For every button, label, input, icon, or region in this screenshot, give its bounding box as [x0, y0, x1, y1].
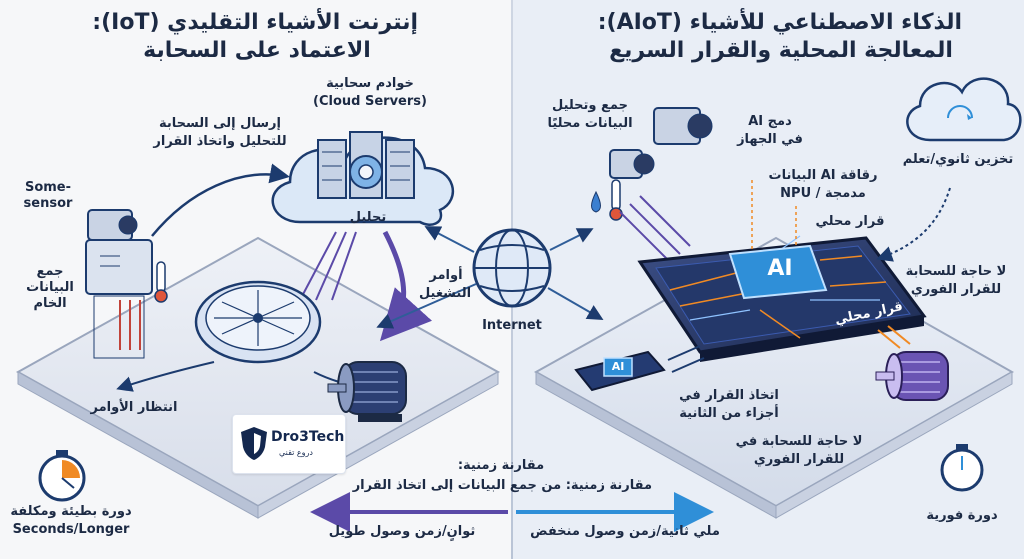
- local-decision-label: قرار محلي: [815, 214, 885, 229]
- internet-label: Internet: [482, 318, 542, 333]
- ai-device-tablet: [637, 235, 927, 362]
- compare-title: مقارنة زمنية:: [457, 458, 545, 473]
- collect-local-line2: البيانات محليًا: [547, 116, 633, 131]
- stopwatch-slow-icon: [38, 450, 86, 502]
- commands-label-line2: التشغيل: [418, 286, 472, 301]
- storage-cloud-icon: [906, 77, 1022, 142]
- logo-subtitle: دروع تقني: [279, 448, 313, 457]
- right-title-line1: الذكاء الاصطناعي للأشياء (AIoT):: [597, 10, 962, 35]
- analysis-label: تحليل: [349, 210, 387, 225]
- wait-commands-label: انتظار الأوامر: [90, 400, 178, 415]
- raw-data-label-line2: البيانات: [26, 280, 74, 295]
- slow-cycle-label: دورة بطيئة ومكلفة: [10, 504, 132, 519]
- logo-name: Dro3Tech: [271, 429, 345, 445]
- left-platform: [15, 236, 501, 519]
- sensor-label-line2: sensor: [23, 196, 73, 211]
- raw-data-label-line3: الخام: [33, 296, 67, 311]
- cloud-servers-icon: [271, 131, 455, 226]
- raw-data-arrows: [119, 300, 141, 350]
- camera-sensor-icon: [85, 209, 153, 359]
- thermometer-icon: [154, 261, 168, 303]
- ai-merge-line1: دمج AI: [748, 114, 792, 129]
- cloud-data-lines: [299, 231, 357, 301]
- chip-pointer-lines: [751, 180, 797, 250]
- stopwatch-fast-icon: [940, 444, 984, 492]
- slow-cycle-sublabel: Seconds/Longer: [12, 522, 130, 537]
- no-cloud-label-line1: لا حاجة للسحابة: [905, 264, 1007, 279]
- shield-logo-icon: [241, 427, 267, 460]
- no-cloud-bottom-line2: للقرار الفوري: [753, 452, 845, 467]
- cloud-servers-label-ar: خوادم سحابية: [326, 76, 414, 91]
- sensor-label-line1: Some-: [24, 180, 72, 195]
- decide-label-line1: اتخاذ القرار في: [679, 388, 779, 403]
- left-title-line1: إنترنت الأشياء التقليدي (IoT):: [92, 10, 418, 35]
- no-cloud-label-line2: للقرار الفوري: [910, 282, 1002, 297]
- network-hub-icon: [194, 280, 322, 364]
- right-thermometer-icon: [609, 179, 623, 221]
- small-ai-chip-icon: [574, 350, 666, 392]
- right-camera-icon: [609, 107, 713, 179]
- send-to-cloud-line1: إرسال إلى السحابة: [158, 116, 281, 131]
- send-to-cloud-arrow: [151, 163, 290, 237]
- chip-label-line2: مدمجة / NPU: [780, 186, 866, 201]
- fast-cycle-label: دورة فورية: [926, 508, 998, 523]
- decide-label-line2: أجزاء من الثانية: [679, 406, 779, 421]
- fast-latency-label: ملي ثانية/زمن وصول منخفض: [530, 524, 720, 539]
- send-to-cloud-line2: للتحليل واتخاذ القرار: [153, 134, 287, 149]
- commands-arrow: [379, 230, 432, 342]
- compare-subtitle: مقارنة زمنية: من جمع البيانات إلى اتخاذ …: [352, 478, 652, 493]
- commands-label-line1: أوامر: [429, 268, 463, 283]
- dro3tech-logo: Dro3Tech دروع تقني: [232, 414, 346, 474]
- storage-label: تخزين ثانوي/تعلم: [902, 152, 1014, 167]
- no-cloud-bottom-line1: لا حاجة للسحابة في: [735, 434, 863, 449]
- small-chip-text: AI: [611, 360, 625, 373]
- internet-globe-icon: [472, 228, 552, 308]
- chip-label-line1: رقاقة AI البيانات: [768, 168, 878, 183]
- chip-ai-text: AI: [767, 256, 793, 281]
- right-title-line2: المعالجة المحلية والقرار السريع: [609, 38, 953, 63]
- slow-latency-label: ثوانٍ/زمن وصول طويل: [328, 524, 476, 539]
- left-title-line2: الاعتماد على السحابة: [143, 38, 371, 63]
- local-data-lines: [619, 195, 691, 263]
- right-motor-icon: [875, 351, 949, 401]
- cloud-servers-label-en: (Cloud Servers): [313, 94, 427, 109]
- water-drop-icon: [591, 190, 601, 213]
- collect-local-line1: جمع وتحليل: [551, 98, 629, 113]
- left-motor-icon: [327, 361, 407, 422]
- raw-data-label-line1: جمع: [36, 264, 64, 279]
- wait-arrow: [116, 361, 215, 392]
- ai-merge-line2: في الجهاز: [737, 132, 803, 147]
